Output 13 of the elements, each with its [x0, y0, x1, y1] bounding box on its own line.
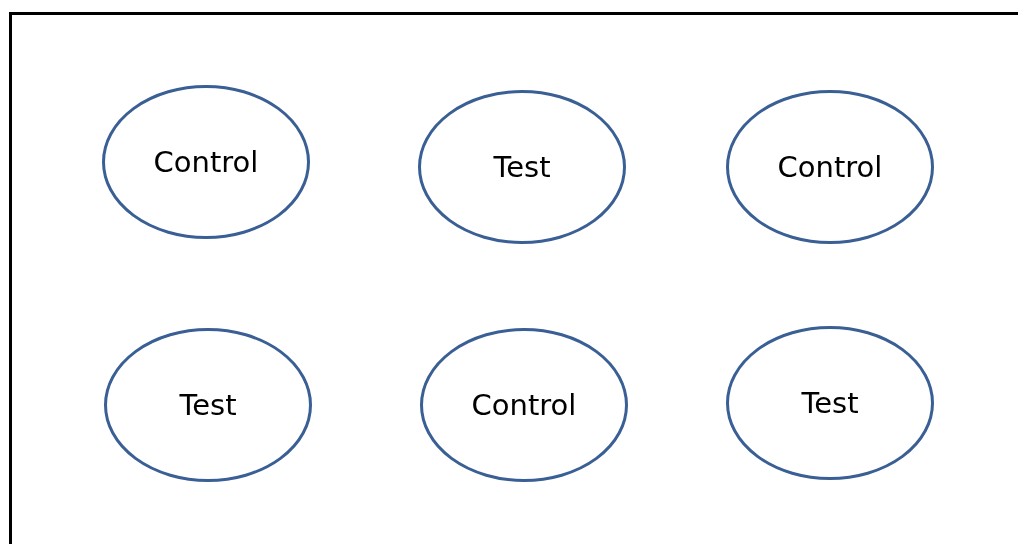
node-label: Test: [179, 388, 237, 422]
ellipse-node: [726, 326, 934, 480]
ellipse-node: [418, 90, 626, 244]
ellipse-node: [420, 328, 628, 482]
ellipse-node: [102, 85, 310, 239]
ellipse-node: [104, 328, 312, 482]
ellipse-node: [726, 90, 934, 244]
frame-border: [9, 12, 1018, 544]
node-label: Test: [801, 386, 859, 420]
node-label: Control: [471, 388, 577, 422]
node-label: Control: [777, 150, 883, 184]
node-label: Test: [493, 150, 551, 184]
node-label: Control: [153, 145, 259, 179]
